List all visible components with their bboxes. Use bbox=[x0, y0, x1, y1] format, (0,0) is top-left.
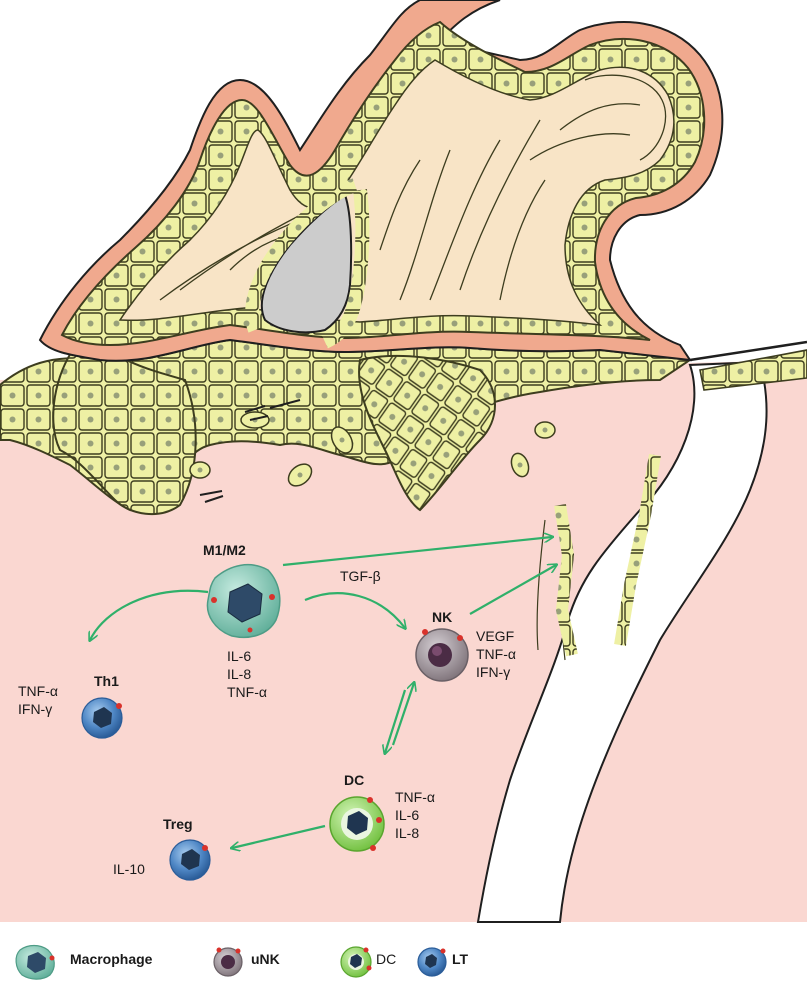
dc-label: DC bbox=[344, 771, 364, 789]
dc-cell bbox=[330, 797, 384, 851]
macrophage-cytokines: IL-6 IL-8 TNF-α bbox=[227, 647, 267, 701]
cytokine-il6: IL-6 bbox=[395, 806, 435, 824]
cytokine-vegf: VEGF bbox=[476, 627, 516, 645]
cytokine-tnf: TNF-α bbox=[18, 682, 58, 700]
cytokine-il6: IL-6 bbox=[227, 647, 267, 665]
treg-cytokine: IL-10 bbox=[113, 860, 145, 878]
legend-label-macrophage: Macrophage bbox=[70, 951, 152, 967]
nk-label: NK bbox=[432, 608, 452, 626]
legend-label-unk: uNK bbox=[251, 951, 280, 967]
cytokine-il8: IL-8 bbox=[227, 665, 267, 683]
cytokine-ifn: IFN-γ bbox=[18, 700, 58, 718]
th1-label: Th1 bbox=[94, 672, 119, 690]
legend: Macrophage uNK DC LT bbox=[10, 940, 800, 980]
macrophage-cell bbox=[207, 565, 279, 638]
cytokine-tnf: TNF-α bbox=[227, 683, 267, 701]
nk-cell bbox=[416, 629, 468, 681]
cytokine-ifn: IFN-γ bbox=[476, 663, 516, 681]
cytokine-tnf: TNF-α bbox=[476, 645, 516, 663]
legend-label-dc: DC bbox=[376, 951, 396, 967]
macrophage-label: M1/M2 bbox=[203, 541, 246, 559]
th1-cell bbox=[82, 698, 122, 738]
legend-label-lt: LT bbox=[452, 951, 468, 967]
cytokine-tnf: TNF-α bbox=[395, 788, 435, 806]
dc-cytokines: TNF-α IL-6 IL-8 bbox=[395, 788, 435, 842]
cytokine-il8: IL-8 bbox=[395, 824, 435, 842]
treg-label: Treg bbox=[163, 815, 193, 833]
treg-cell bbox=[170, 840, 210, 880]
th1-cytokines: TNF-α IFN-γ bbox=[18, 682, 58, 718]
tgf-label: TGF-β bbox=[340, 567, 381, 585]
nk-cytokines: VEGF TNF-α IFN-γ bbox=[476, 627, 516, 681]
